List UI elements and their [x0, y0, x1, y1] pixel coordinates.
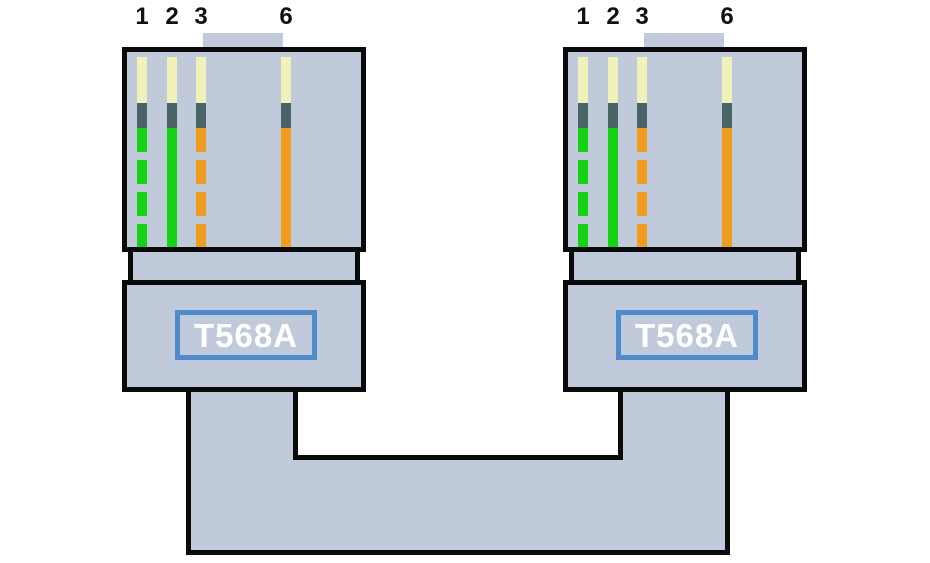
connector-latch-tab: [203, 33, 283, 49]
wire-conductor: [578, 128, 588, 247]
wire-contact: [722, 103, 732, 128]
standard-label-box: T568A: [175, 310, 317, 360]
standard-label-text: T568A: [634, 316, 740, 354]
wire-contact: [196, 103, 206, 128]
wire-insulation-tip: [137, 57, 147, 103]
wire-pin1-green-white: [137, 52, 147, 247]
connector-body: [563, 47, 807, 252]
pin-label-2: 2: [606, 3, 620, 30]
pin-label-2: 2: [165, 3, 179, 30]
wire-pin6-orange: [281, 52, 291, 247]
wire-conductor: [722, 128, 732, 247]
wire-conductor: [281, 128, 291, 247]
connector-latch-tab: [644, 33, 724, 49]
wire-contact: [637, 103, 647, 128]
pin-label-1: 1: [576, 3, 590, 30]
wire-contact: [608, 103, 618, 128]
pin-label-6: 6: [279, 3, 293, 30]
wire-insulation-tip: [637, 57, 647, 103]
wire-insulation-tip: [722, 57, 732, 103]
wire-pin6-orange: [722, 52, 732, 247]
wire-contact: [137, 103, 147, 128]
wire-insulation-tip: [608, 57, 618, 103]
wire-pin3-orange-white: [196, 52, 206, 247]
pin-label-1: 1: [135, 3, 149, 30]
wire-insulation-tip: [167, 57, 177, 103]
wire-insulation-tip: [578, 57, 588, 103]
wire-pin1-green-white: [578, 52, 588, 247]
wire-conductor: [637, 128, 647, 247]
standard-label-text: T568A: [193, 316, 299, 354]
wire-pin2-green: [608, 52, 618, 247]
wire-conductor: [608, 128, 618, 247]
connector-right: 1 2 3 6: [563, 0, 807, 392]
connector-body: [122, 47, 366, 252]
wire-contact: [167, 103, 177, 128]
pin-label-6: 6: [720, 3, 734, 30]
pin-label-3: 3: [194, 3, 208, 30]
wire-contact: [281, 103, 291, 128]
pin-label-3: 3: [635, 3, 649, 30]
wire-insulation-tip: [281, 57, 291, 103]
connector-boot: T568A: [563, 280, 807, 392]
wire-insulation-tip: [196, 57, 206, 103]
connector-collar: [128, 247, 360, 285]
wire-pin3-orange-white: [637, 52, 647, 247]
wire-pin2-green: [167, 52, 177, 247]
connector-boot: T568A: [122, 280, 366, 392]
wire-conductor: [167, 128, 177, 247]
wire-conductor: [196, 128, 206, 247]
wire-conductor: [137, 128, 147, 247]
wire-contact: [578, 103, 588, 128]
standard-label-box: T568A: [616, 310, 758, 360]
connector-left: 1 2 3 6: [122, 0, 366, 392]
